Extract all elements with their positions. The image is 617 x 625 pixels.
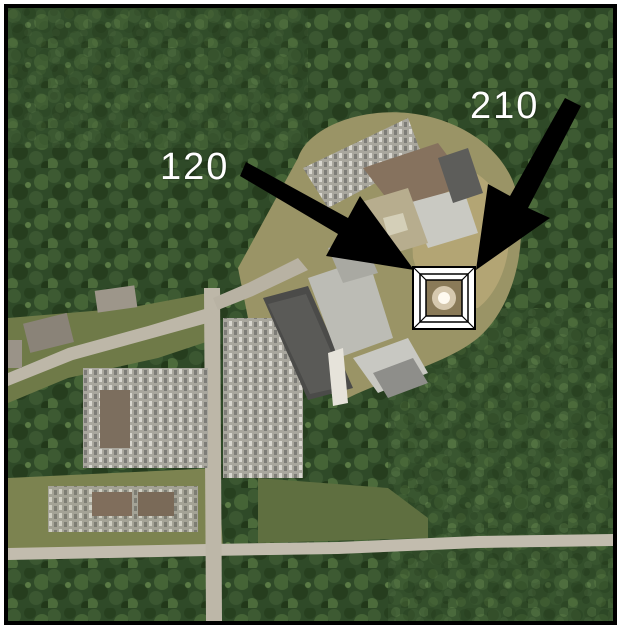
arrow-icon (476, 98, 581, 270)
arrow-label-120: 120 (160, 146, 230, 188)
arrow-icon (240, 162, 414, 270)
square-target-icon (412, 266, 476, 330)
aerial-photo (8, 8, 613, 621)
arrow-overlay (240, 98, 581, 270)
arrow-label-210: 210 (470, 85, 540, 127)
aerial-photo-frame: 120 210 (4, 4, 617, 625)
